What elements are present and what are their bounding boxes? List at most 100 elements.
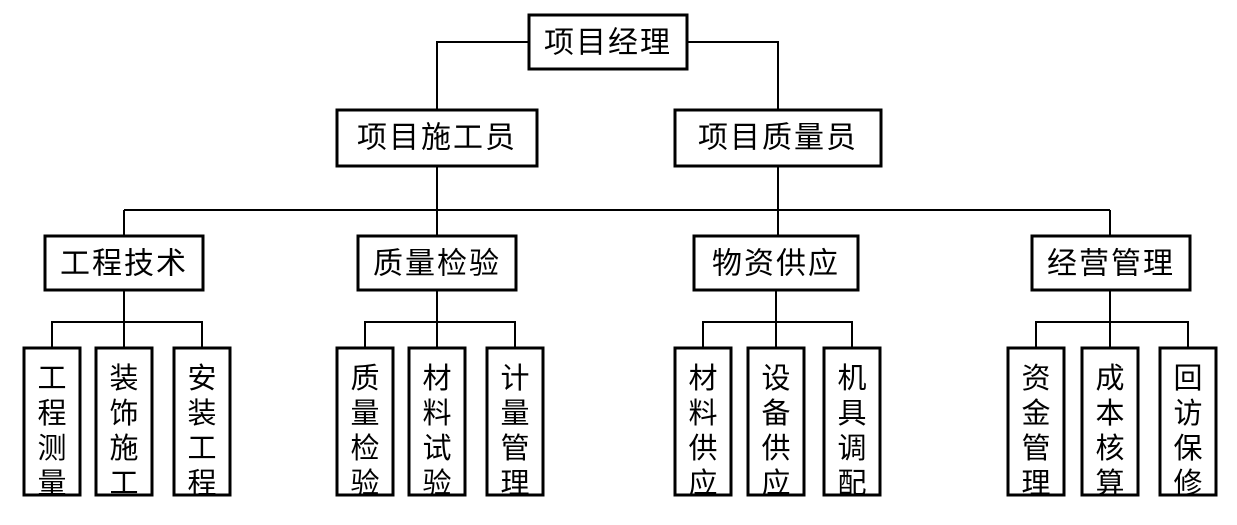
department-label: 经营管理 <box>1047 247 1175 282</box>
task-label: 质量检验 <box>350 361 379 500</box>
task-node: 材料试验 <box>407 346 467 500</box>
task-node: 机具调配 <box>822 346 882 500</box>
task-label-char: 调 <box>837 431 866 465</box>
task-label-char: 试 <box>422 431 451 465</box>
task-label-char: 理 <box>1021 466 1050 500</box>
task-label: 回访保修 <box>1173 361 1202 500</box>
task-label-char: 料 <box>422 396 451 430</box>
department-node-business: 经营管理 <box>1030 234 1192 292</box>
task-label: 设备供应 <box>761 361 790 500</box>
task-box <box>335 346 395 497</box>
task-bus-1 <box>51 290 203 348</box>
task-label-char: 程 <box>37 396 66 430</box>
task-label-char: 访 <box>1173 396 1202 430</box>
task-label-char: 应 <box>761 466 790 500</box>
department-node-engineering: 工程技术 <box>43 234 205 292</box>
task-node: 工程测量 <box>22 346 82 500</box>
task-label: 工程测量 <box>37 361 66 500</box>
task-label-char: 算 <box>1095 466 1124 500</box>
task-label-char: 检 <box>350 431 379 465</box>
task-label-char: 管 <box>1021 431 1050 465</box>
task-box <box>673 346 733 497</box>
task-label-char: 测 <box>37 431 66 465</box>
task-label-char: 验 <box>422 466 451 500</box>
connector-root-left <box>436 41 529 110</box>
task-label-char: 量 <box>350 396 379 430</box>
connector-lines <box>51 41 1189 348</box>
task-label-char: 资 <box>1021 361 1050 395</box>
task-label-char: 配 <box>837 466 866 500</box>
level1-label-construction: 项目施工员 <box>357 121 517 156</box>
task-label-char: 保 <box>1173 431 1202 465</box>
task-label-char: 金 <box>1021 396 1050 430</box>
task-box <box>746 346 806 497</box>
task-box <box>485 346 545 497</box>
task-label-char: 量 <box>500 396 529 430</box>
level1-node-quality: 项目质量员 <box>673 108 883 168</box>
task-node: 回访保修 <box>1158 346 1218 500</box>
task-label-char: 程 <box>187 466 216 500</box>
task-box <box>172 346 232 497</box>
task-node: 质量检验 <box>335 346 395 500</box>
task-label-char: 工 <box>109 466 138 500</box>
task-label-char: 具 <box>837 396 866 430</box>
task-label-char: 安 <box>187 361 216 395</box>
task-box <box>1158 346 1218 497</box>
task-label: 安装工程 <box>187 361 216 500</box>
task-label: 装饰施工 <box>109 361 138 500</box>
task-label-char: 管 <box>500 431 529 465</box>
department-label: 物资供应 <box>712 247 840 282</box>
task-label: 成本核算 <box>1095 361 1124 500</box>
task-label-char: 修 <box>1173 466 1202 500</box>
task-label-char: 成 <box>1095 361 1124 395</box>
task-label-char: 材 <box>422 361 451 395</box>
task-label: 材料试验 <box>422 361 451 500</box>
task-label-char: 料 <box>688 396 717 430</box>
task-label-char: 质 <box>350 361 379 395</box>
task-label-char: 装 <box>187 396 216 430</box>
task-label-char: 施 <box>109 431 138 465</box>
task-label: 资金管理 <box>1021 361 1050 500</box>
task-label-char: 回 <box>1173 361 1202 395</box>
task-node: 计量管理 <box>485 346 545 500</box>
task-label-char: 计 <box>500 361 529 395</box>
department-label: 工程技术 <box>60 247 188 282</box>
task-label-char: 验 <box>350 466 379 500</box>
root-node: 项目经理 <box>527 13 689 71</box>
task-label-char: 饰 <box>109 396 138 430</box>
task-label: 计量管理 <box>500 361 529 500</box>
task-label-char: 量 <box>37 466 66 500</box>
task-box <box>1006 346 1066 497</box>
task-bus-2 <box>364 290 516 348</box>
department-label: 质量检验 <box>373 247 501 282</box>
task-label: 材料供应 <box>688 361 717 500</box>
task-label-char: 本 <box>1095 396 1124 430</box>
task-box <box>822 346 882 497</box>
task-label-char: 核 <box>1095 431 1124 465</box>
task-node: 材料供应 <box>673 346 733 500</box>
task-node: 资金管理 <box>1006 346 1066 500</box>
task-label-char: 装 <box>109 361 138 395</box>
task-bus-4 <box>1035 290 1189 348</box>
task-label-char: 供 <box>688 431 717 465</box>
level1-node-construction: 项目施工员 <box>335 108 539 168</box>
task-bus-3 <box>702 290 853 348</box>
task-box <box>1080 346 1140 497</box>
task-box <box>22 346 82 497</box>
connector-root-right <box>687 41 779 110</box>
department-node-quality-inspection: 质量检验 <box>356 234 518 292</box>
task-box <box>94 346 154 497</box>
task-label-char: 材 <box>688 361 717 395</box>
task-label-char: 工 <box>187 431 216 465</box>
task-node: 成本核算 <box>1080 346 1140 500</box>
task-box <box>407 346 467 497</box>
task-label-char: 设 <box>761 361 790 395</box>
department-node-supply: 物资供应 <box>692 234 860 292</box>
task-label-char: 理 <box>500 466 529 500</box>
level1-label-quality: 项目质量员 <box>698 121 858 156</box>
root-label: 项目经理 <box>544 26 672 61</box>
task-label-char: 备 <box>761 396 790 430</box>
task-label-char: 工 <box>37 361 66 395</box>
task-node: 设备供应 <box>746 346 806 500</box>
